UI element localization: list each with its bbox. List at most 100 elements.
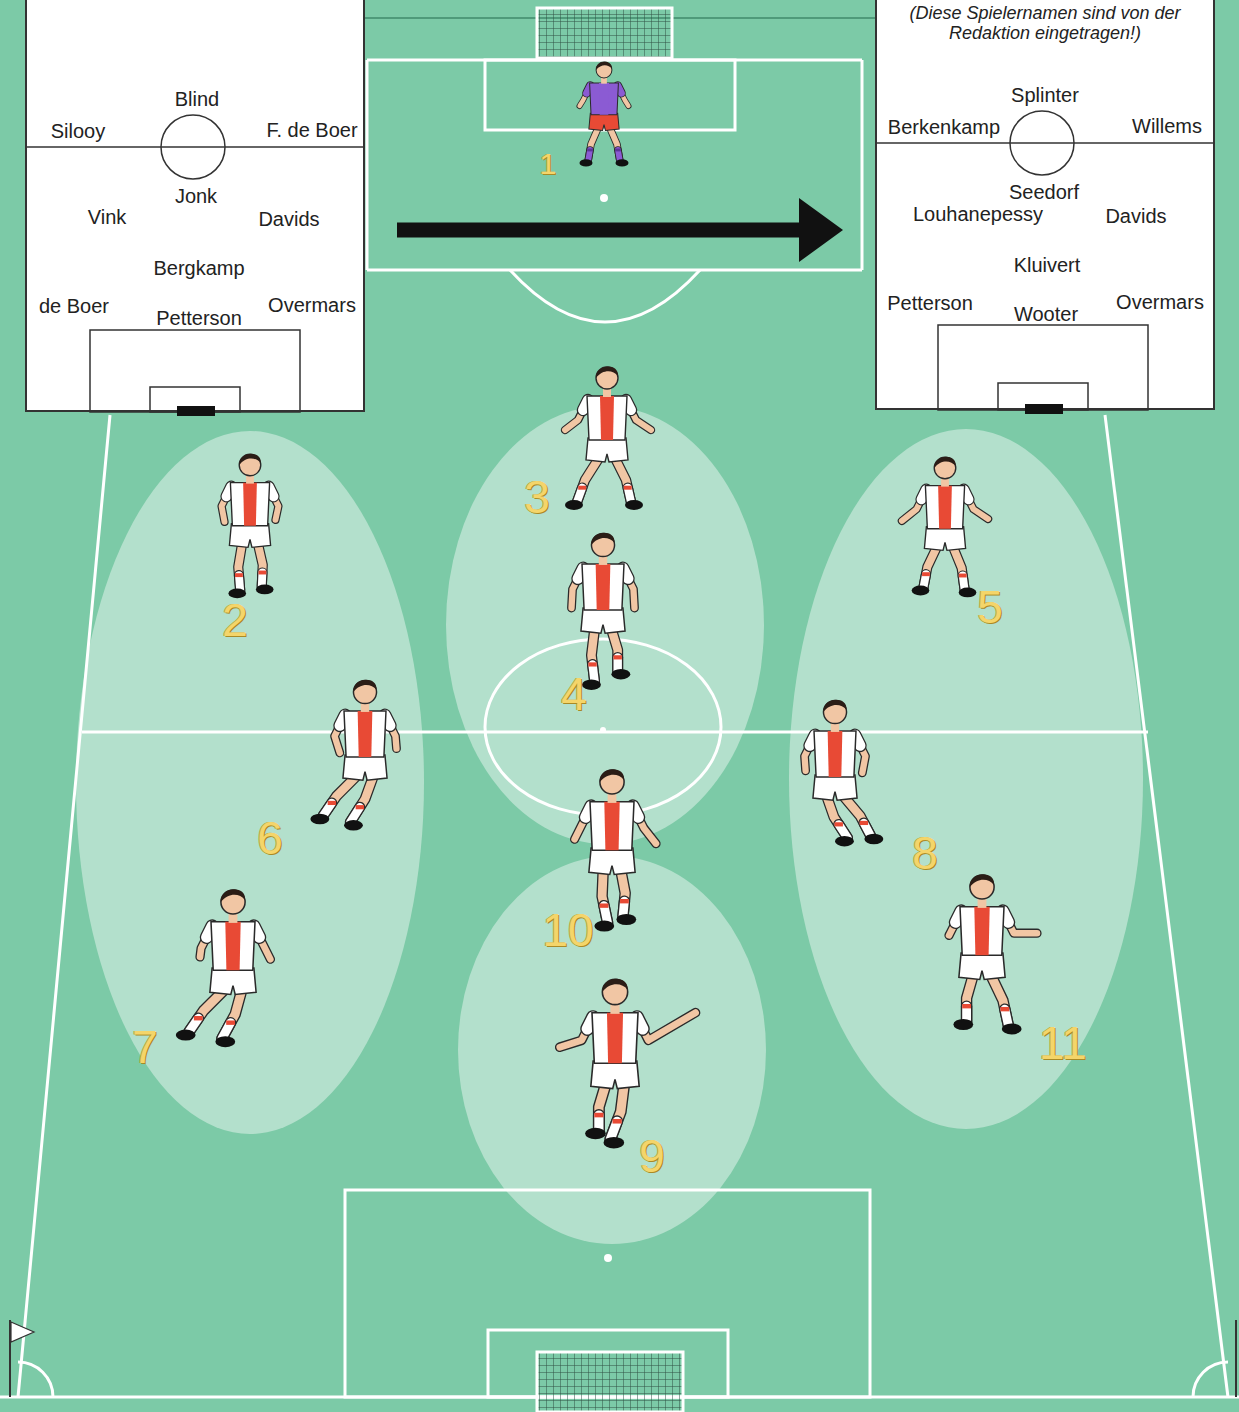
zone-ellipse: 34 [445, 405, 765, 845]
player-figure-part [243, 483, 257, 526]
player-figure-part [805, 735, 816, 771]
corner-flag [10, 1320, 1236, 1397]
mini-pitch-lines-part [161, 115, 225, 179]
player-figure-part [964, 490, 969, 500]
player-figure-part [343, 755, 387, 780]
goalkeeper-figure [580, 62, 629, 167]
pitch-lines-part [488, 1330, 728, 1397]
penalty-spots-part [600, 727, 606, 733]
player-figure-part [923, 574, 926, 587]
goalkeeper-figure-part [610, 128, 620, 161]
player-figure-part [254, 926, 260, 937]
player-figure-part [350, 776, 373, 822]
player-figure-part [269, 487, 279, 520]
player-figure-part [960, 907, 1004, 955]
arrow-head [799, 198, 843, 262]
player-figure-part [189, 990, 224, 1032]
player-figure-part [239, 575, 240, 590]
mini-pitch-lines-part [90, 330, 300, 412]
player-figure-part [385, 715, 390, 726]
player-figure-part [222, 990, 242, 1038]
player-figure-part [323, 803, 332, 816]
player-figure-part [941, 478, 949, 487]
callout-number: 4 [561, 669, 587, 720]
player-figure-part [615, 458, 631, 502]
player-figure-part [956, 911, 962, 922]
player-figure-part [310, 814, 329, 825]
player-figure-part [902, 490, 927, 521]
player-name: Silooy [51, 120, 105, 142]
player-figure-part [964, 490, 989, 519]
player-name: Seedorf [1009, 181, 1079, 203]
player-figure-part [912, 586, 930, 596]
player-figure [805, 700, 884, 847]
player-figure-part [860, 821, 868, 825]
goalkeeper-figure-part [618, 86, 622, 93]
player-figure-part [385, 715, 390, 726]
corner-flag-part [9, 1320, 11, 1397]
player-figure-part [578, 486, 586, 490]
player-figure-part [269, 487, 279, 520]
player-figure-part [254, 926, 260, 937]
callout-number: 10 [542, 905, 593, 956]
player-figure-part [577, 458, 599, 502]
player-figure-part [604, 802, 619, 850]
mini-pitch-lines-part [1010, 111, 1074, 175]
player-figure-part [254, 926, 271, 959]
player-figure-part [621, 870, 625, 916]
player-figure-part [335, 715, 346, 753]
player-figure-part [385, 715, 397, 749]
player-figure-part [269, 487, 274, 497]
player-figure-part [226, 487, 231, 497]
player-figure-part [587, 1017, 593, 1029]
player-figure-part [828, 731, 843, 777]
player-figure-part [953, 546, 965, 589]
player-figure-part [964, 490, 969, 500]
player-figure-part [344, 711, 386, 757]
player-figure-part [269, 487, 274, 497]
player-figure-part [599, 1084, 606, 1130]
mini-pitch-lines-part [25, 146, 365, 148]
player-figure-part [814, 731, 856, 777]
player-name: Jonk [175, 185, 217, 207]
player-figure-part [323, 776, 357, 816]
mini-pitch-lines-part [177, 406, 215, 416]
player-figure-part [258, 543, 263, 586]
player-figure-part [637, 1013, 696, 1041]
player-figure-part [1003, 911, 1037, 933]
player-figure [949, 874, 1037, 1034]
player-figure-part [637, 1017, 643, 1029]
callout-number: 3 [524, 472, 550, 523]
goalkeeper-figure-part [596, 62, 612, 78]
player-figure-part [614, 655, 622, 659]
player-figure-part [194, 1016, 203, 1020]
goalkeeper-figure-part [588, 128, 598, 161]
player-figure-part [959, 574, 967, 578]
player-figure-part [922, 572, 930, 576]
player-figure-part [582, 564, 624, 610]
pitch-lines-part [485, 639, 721, 815]
mini-pitch-lines-part [938, 325, 1148, 410]
player-figure-part [1003, 911, 1009, 922]
player-figure-part [565, 400, 588, 430]
player-figure-part [921, 490, 926, 500]
player-figure-part [855, 735, 866, 773]
editor-note: (Diese Spielernamen sind von der Redakti… [905, 4, 1185, 44]
player-name: Wooter [1014, 303, 1078, 325]
zone-ellipse-fill [789, 429, 1143, 1129]
player-figure [572, 533, 635, 690]
player-figure-part [588, 662, 596, 666]
player-figure-part [602, 979, 627, 1004]
player-figure-part [633, 806, 656, 843]
player-figure-part [616, 914, 636, 925]
player-figure-part [864, 823, 871, 836]
player-figure-part [855, 735, 866, 773]
player-figure-part [340, 715, 345, 726]
player-figure-part [578, 568, 583, 579]
player-figure-part [602, 979, 627, 992]
player-figure-part [924, 527, 965, 551]
player-figure-part [839, 824, 848, 838]
player-figure-part [577, 488, 582, 502]
player-figure-part [592, 1013, 638, 1064]
mini-pitch-lines-part [875, 142, 1215, 144]
